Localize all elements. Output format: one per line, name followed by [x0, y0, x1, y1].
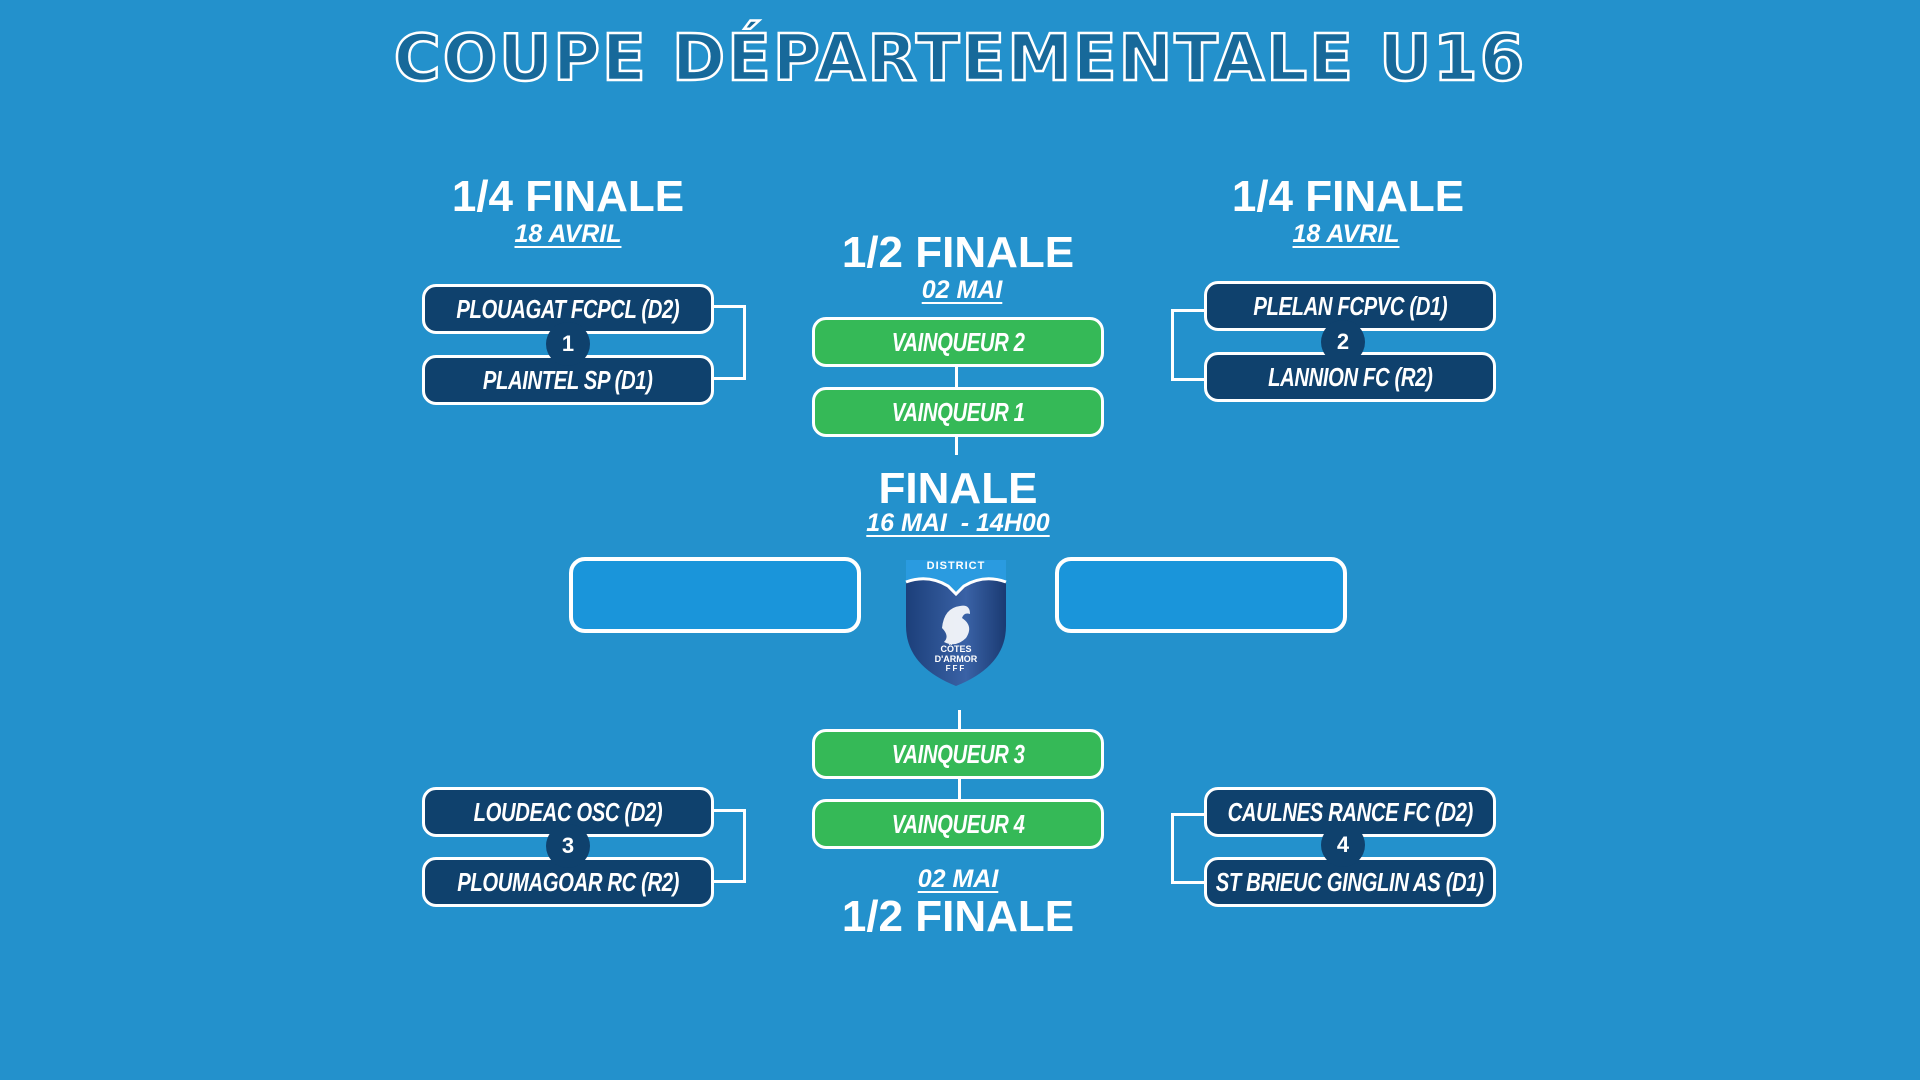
bracket-line	[1171, 881, 1205, 884]
winner-slot: VAINQUEUR 2	[812, 317, 1104, 367]
finalist-right-box	[1055, 557, 1347, 633]
final-date: 16 MAI - 14H00	[866, 509, 1050, 537]
page-title: COUPE DÉPARTEMENTALE U16	[393, 21, 1527, 98]
quarter-left-heading: 1/4 FINALE	[451, 172, 685, 221]
winner-slot: VAINQUEUR 4	[812, 799, 1104, 849]
semi-top-heading: 1/2 FINALE	[841, 228, 1075, 277]
bracket-line	[1171, 378, 1205, 381]
bracket-line	[958, 710, 961, 730]
bracket-line	[743, 809, 746, 883]
match-number-badge: 4	[1321, 823, 1365, 867]
match-number-badge: 3	[546, 824, 590, 868]
bracket-line	[1171, 309, 1205, 312]
bracket-line	[714, 809, 746, 812]
semi-bottom-date: 02 MAI	[917, 865, 999, 893]
bracket-line	[955, 367, 958, 388]
winner-slot: VAINQUEUR 3	[812, 729, 1104, 779]
team-box: ST BRIEUC GINGLIN AS (D1)	[1204, 857, 1496, 907]
bracket-line	[743, 305, 746, 380]
quarter-left-date: 18 AVRIL	[514, 220, 622, 248]
bracket-line	[1171, 309, 1174, 381]
bracket-line	[1171, 813, 1174, 884]
bracket-line	[958, 779, 961, 800]
semi-bottom-heading: 1/2 FINALE	[841, 892, 1075, 941]
bracket-line	[714, 305, 746, 308]
bracket-line	[714, 880, 746, 883]
winner-slot: VAINQUEUR 1	[812, 387, 1104, 437]
quarter-right-heading: 1/4 FINALE	[1231, 172, 1465, 221]
match-number-badge: 1	[546, 322, 590, 366]
bracket-line	[1171, 813, 1205, 816]
team-box: PLOUAGAT FCPCL (D2)	[422, 284, 714, 334]
bracket-line	[955, 437, 958, 455]
match-number-badge: 2	[1321, 320, 1365, 364]
final-heading: FINALE	[878, 464, 1038, 513]
quarter-right-date: 18 AVRIL	[1292, 220, 1400, 248]
bracket-line	[714, 377, 746, 380]
semi-top-date: 02 MAI	[921, 276, 1003, 304]
finalist-left-box	[569, 557, 861, 633]
